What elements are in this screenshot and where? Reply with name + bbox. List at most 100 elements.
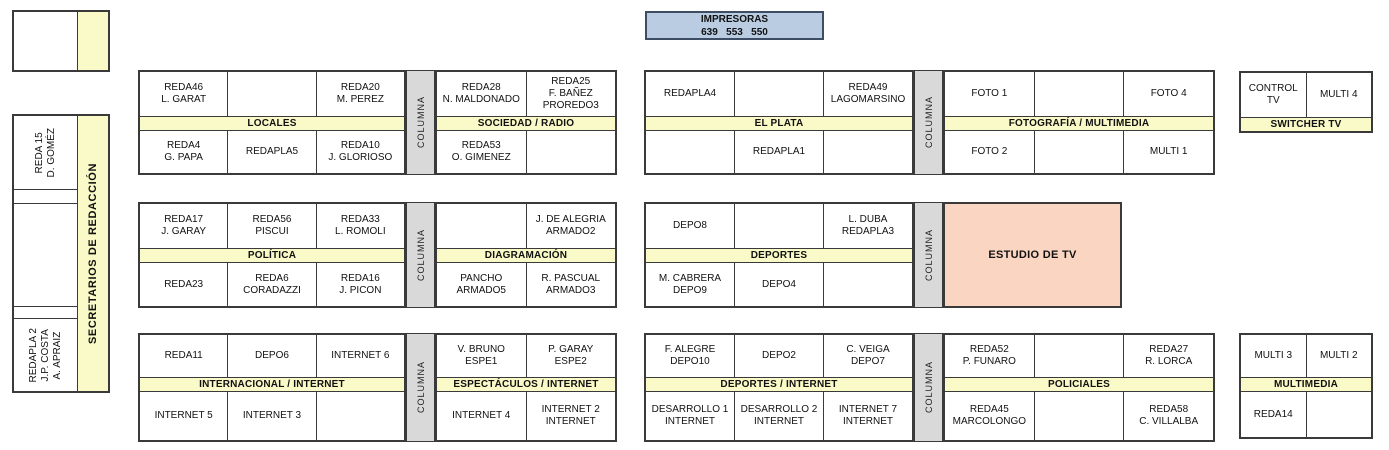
column-pillar: COLUMNA	[406, 202, 435, 308]
desk-cell: INTERNET 5	[140, 392, 229, 440]
secretaries-label: SECRETARIOS DE REDACCIÓN	[87, 162, 99, 345]
desk-cell: MULTI 1	[1149, 146, 1188, 157]
legend-box	[12, 10, 110, 72]
banner-politica: POLÍTICA	[140, 248, 404, 263]
desk-cell: INTERNET 6	[331, 350, 390, 361]
secretaries-column: REDA 15 D. GOMÉZ REDAPLA 2 J.P. COSTA A.…	[12, 114, 110, 393]
desk-cell: FOTO 4	[1150, 88, 1187, 99]
desk-cell	[1035, 131, 1125, 173]
column-pillar: COLUMNA	[406, 333, 435, 442]
zone-deportes: DEPO8 L. DUBA REDAPLA3 DEPORTES M. CABRE…	[644, 202, 914, 308]
desk-cell: P. GARAY ESPE2	[548, 344, 594, 367]
banner-espectaculos-internet: ESPECTÁCULOS / INTERNET	[437, 377, 615, 392]
desk-cell: REDA11	[140, 335, 229, 377]
printers-numbers: 639 553 550	[701, 26, 768, 38]
desk-cell: REDA27 R. LORCA	[1145, 344, 1193, 367]
desk-cell: REDA14	[1241, 392, 1307, 437]
zone-sociedad-radio: REDA28 N. MALDONADO REDA25 F. BAÑEZ PROR…	[435, 70, 617, 175]
column-pillar: COLUMNA	[914, 70, 943, 175]
column-label: COLUMNA	[415, 228, 426, 281]
desk-cell	[317, 392, 404, 440]
desk-cell: INTERNET 7 INTERNET	[838, 404, 898, 427]
zone-espectaculos-internet: V. BRUNO ESPE1 P. GARAY ESPE2 ESPECTÁCUL…	[435, 333, 617, 442]
desk-cell	[14, 204, 77, 307]
zone-locales: REDA46 L. GARAT REDA20 M. PEREZ LOCALES …	[138, 70, 406, 175]
zone-internacional-internet: REDA11 DEPO6 INTERNET 6 INTERNACIONAL / …	[138, 333, 406, 442]
desk-cell: PANCHO ARMADO5	[437, 263, 527, 306]
banner-internacional-internet: INTERNACIONAL / INTERNET	[140, 377, 404, 392]
zone-diagramacion: J. DE ALEGRIA ARMADO2 DIAGRAMACIÓN PANCH…	[435, 202, 617, 308]
desk-cell: INTERNET 3	[228, 392, 317, 440]
desk-cell: F. ALEGRE DEPO10	[646, 335, 735, 377]
banner-elplata: EL PLATA	[646, 116, 912, 131]
desk-cell	[1307, 392, 1372, 437]
zone-multimedia: MULTI 3 MULTI 2 MULTIMEDIA REDA14	[1239, 333, 1373, 439]
desk-cell: DESARROLLO 1 INTERNET	[646, 392, 735, 440]
desk-cell: REDA20 M. PEREZ	[336, 82, 384, 105]
zone-deportes-internet: F. ALEGRE DEPO10 DEPO2 C. VEIGA DEPO7 DE…	[644, 333, 914, 442]
secretaries-desks: REDA 15 D. GOMÉZ REDAPLA 2 J.P. COSTA A.…	[14, 116, 77, 391]
desk-cell: REDA45 MARCOLONGO	[945, 392, 1035, 440]
desk-cell: DEPO4	[735, 263, 824, 306]
desk-cell	[1035, 335, 1125, 377]
desk-cell: REDAPLA 2 J.P. COSTA A. APRAIZ	[14, 319, 77, 391]
banner-multimedia: MULTIMEDIA	[1241, 377, 1371, 392]
desk-cell: REDA33 L. ROMOLI	[335, 214, 386, 237]
desk-cell: REDA49 LAGOMARSINO	[830, 82, 906, 105]
desk-cell: REDA6 CORADAZZI	[228, 263, 317, 306]
banner-locales: LOCALES	[140, 116, 404, 131]
banner-policiales: POLICIALES	[945, 377, 1213, 392]
desk-cell	[824, 263, 912, 306]
desk-cell: REDA16 J. PICON	[339, 272, 382, 296]
desk-cell: REDAPLA1	[735, 131, 824, 173]
desk-cell	[527, 131, 616, 173]
desk-cell: R. PASCUAL ARMADO3	[541, 272, 601, 296]
desk-cell: REDA58 C. VILLALBA	[1139, 404, 1199, 427]
column-pillar: COLUMNA	[406, 70, 435, 175]
desk-cell	[1035, 392, 1125, 440]
spacer-cell	[14, 190, 77, 204]
desk-cell: REDA17 J. GARAY	[140, 204, 229, 248]
desk-cell: J. DE ALEGRIA ARMADO2	[535, 214, 606, 237]
desk-cell: L. DUBA REDAPLA3	[841, 214, 895, 237]
column-label: COLUMNA	[923, 96, 934, 149]
desk-cell: CONTROL TV	[1241, 73, 1307, 117]
banner-fotografia-multimedia: FOTOGRAFÍA / MULTIMEDIA	[945, 116, 1213, 131]
printers-box: IMPRESORAS 639 553 550	[645, 11, 824, 40]
desk-cell	[228, 72, 317, 116]
desk-cell: REDAPLA5	[228, 131, 317, 173]
desk-cell: MULTI 3	[1241, 335, 1307, 377]
desk-cell: DESARROLLO 2 INTERNET	[735, 392, 824, 440]
printers-title: IMPRESORAS	[700, 13, 769, 25]
desk-label: REDAPLA 2 J.P. COSTA A. APRAIZ	[27, 327, 63, 383]
desk-cell: C. VEIGA DEPO7	[846, 344, 890, 367]
banner-deportes: DEPORTES	[646, 248, 912, 263]
zone-politica: REDA17 J. GARAY REDA56 PISCUI REDA33 L. …	[138, 202, 406, 308]
column-pillar: COLUMNA	[914, 202, 943, 308]
zone-switcher-tv: CONTROL TV MULTI 4 SWITCHER TV	[1239, 71, 1373, 133]
desk-label: REDA 15 D. GOMÉZ	[33, 127, 57, 178]
spacer-cell	[14, 307, 77, 319]
desk-cell: FOTO 2	[945, 131, 1035, 173]
desk-cell: REDA53 O. GIMENEZ	[437, 131, 527, 173]
desk-cell: REDA46 L. GARAT	[140, 72, 229, 116]
desk-cell	[437, 204, 527, 248]
desk-cell: MULTI 2	[1319, 350, 1358, 361]
banner-diagramacion: DIAGRAMACIÓN	[437, 248, 615, 263]
desk-cell: DEPO2	[735, 335, 824, 377]
legend-box-white	[14, 12, 77, 70]
desk-cell: REDA 15 D. GOMÉZ	[14, 116, 77, 190]
desk-cell	[1035, 72, 1125, 116]
banner-deportes-internet: DEPORTES / INTERNET	[646, 377, 912, 392]
desk-cell: REDA4 G. PAPA	[140, 131, 229, 173]
desk-cell: REDA52 P. FUNARO	[945, 335, 1035, 377]
desk-cell: M. CABRERA DEPO9	[646, 263, 735, 306]
column-label: COLUMNA	[415, 361, 426, 414]
column-label: COLUMNA	[923, 361, 934, 414]
desk-cell: REDA56 PISCUI	[228, 204, 317, 248]
desk-cell	[735, 72, 824, 116]
desk-cell	[735, 204, 824, 248]
zone-elplata: REDAPLA4 REDA49 LAGOMARSINO EL PLATA RED…	[644, 70, 914, 175]
desk-cell: DEPO6	[228, 335, 317, 377]
banner-sociedad-radio: SOCIEDAD / RADIO	[437, 116, 615, 131]
